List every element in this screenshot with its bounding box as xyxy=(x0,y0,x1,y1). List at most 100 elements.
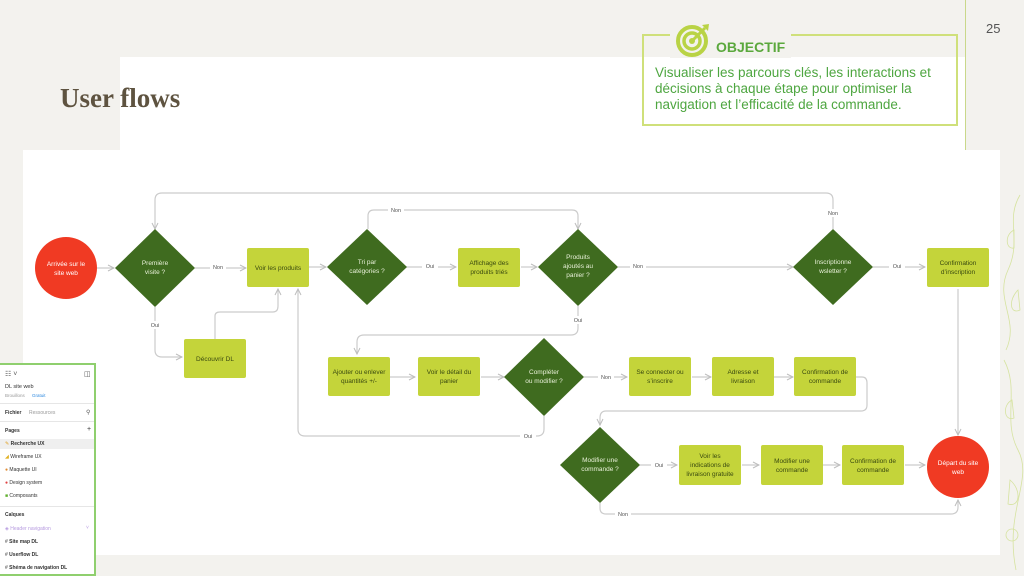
connector-sort-added-no xyxy=(367,209,578,229)
layers-header: Calques xyxy=(5,512,25,518)
svg-text:commande: commande xyxy=(776,467,809,474)
search-icon[interactable]: ⚲ xyxy=(86,410,91,416)
connector-discover-products xyxy=(214,289,278,339)
svg-text:Affichage des: Affichage des xyxy=(469,260,509,267)
objective-box xyxy=(642,34,958,126)
svg-text:Voir le détail du: Voir le détail du xyxy=(427,369,472,376)
decision-sort-categories: Tri par catégories ? xyxy=(327,229,407,305)
svg-text:Confirmation de: Confirmation de xyxy=(850,458,896,465)
figma-layers-panel: ☷ ˅ ◫ DL site web Brouillons Gratuit Fic… xyxy=(0,363,96,576)
svg-text:visite ?: visite ? xyxy=(145,269,166,276)
floral-decoration xyxy=(1003,194,1024,571)
process-confirm-order-2: Confirmation de commande xyxy=(842,445,904,485)
connector-modifyq-exit-no xyxy=(599,500,958,515)
process-cart-detail: Voir le détail du panier xyxy=(418,357,480,396)
svg-text:Tri par: Tri par xyxy=(358,259,377,266)
connector-complete-products xyxy=(298,289,545,437)
objective-header: OBJECTIF xyxy=(670,22,792,58)
svg-text:Se connecter ou: Se connecter ou xyxy=(636,369,684,376)
process-modify-order: Modifier une commande xyxy=(761,445,823,485)
process-address-delivery: Adresse et livraison xyxy=(712,357,774,396)
node-exit: Départ du site web xyxy=(927,436,989,498)
label-oui: Oui xyxy=(655,463,664,469)
draft-label: Brouillons xyxy=(5,393,25,398)
page-item-composants[interactable]: ■ Composants xyxy=(5,493,38,499)
process-login-signup: Se connecter ou s’inscrire xyxy=(629,357,691,396)
section-icon: ◈ xyxy=(5,526,9,532)
svg-text:Confirmation de: Confirmation de xyxy=(802,369,848,376)
svg-text:panier ?: panier ? xyxy=(566,272,590,279)
page-item-design-system[interactable]: ● Design system xyxy=(5,480,43,486)
decision-complete-modify: Compléter ou modifier ? xyxy=(504,338,584,416)
label-non: Non xyxy=(828,211,838,217)
label-non: Non xyxy=(618,512,628,518)
connector-top-loop xyxy=(155,192,834,229)
page-item-maquette-ui[interactable]: ● Maquette UI xyxy=(5,467,37,473)
tab-fichier[interactable]: Fichier xyxy=(5,410,22,416)
svg-text:produits triés: produits triés xyxy=(470,269,508,276)
label-non: Non xyxy=(213,265,223,271)
target-icon xyxy=(676,24,709,57)
svg-text:Confirmation: Confirmation xyxy=(940,260,977,267)
pencil-emoji-icon: ✎ xyxy=(5,441,10,447)
label-oui: Oui xyxy=(426,264,435,270)
plan-badge: Gratuit xyxy=(32,393,46,398)
svg-text:Modifier une: Modifier une xyxy=(774,458,810,465)
svg-text:ou modifier ?: ou modifier ? xyxy=(525,378,563,385)
page-item-recherche-ux[interactable]: ✎ Recherche UX xyxy=(5,441,45,447)
palette-emoji-icon: ● xyxy=(5,467,9,473)
svg-text:livraison gratuite: livraison gratuite xyxy=(686,471,734,478)
process-confirm-signup: Confirmation d’inscription xyxy=(927,248,989,287)
svg-text:wsletter ?: wsletter ? xyxy=(818,268,847,275)
svg-text:Compléter: Compléter xyxy=(529,369,560,376)
svg-text:catégories ?: catégories ? xyxy=(349,268,385,275)
svg-text:d’inscription: d’inscription xyxy=(941,269,976,276)
svg-text:Arrivée sur le: Arrivée sur le xyxy=(47,261,86,268)
svg-text:commande: commande xyxy=(809,378,842,385)
label-oui: Oui xyxy=(151,323,160,329)
sidebar-toggle-icon[interactable]: ◫ xyxy=(84,371,91,378)
frame-icon: # xyxy=(5,539,8,545)
label-non: Non xyxy=(601,375,611,381)
file-name[interactable]: DL site web xyxy=(5,384,34,390)
svg-text:livraison: livraison xyxy=(731,378,755,385)
svg-text:panier: panier xyxy=(440,378,459,385)
chevron-down-icon[interactable]: ˅ xyxy=(86,525,89,531)
objective-title: OBJECTIF xyxy=(716,39,786,55)
svg-text:indications de: indications de xyxy=(690,462,730,469)
tab-ressources[interactable]: Ressources xyxy=(29,410,56,416)
layer-item-header-navigation[interactable]: ◈ Header navigation xyxy=(5,526,51,532)
ruler-emoji-icon: ◢ xyxy=(5,454,9,460)
connector-firstvisit-discover xyxy=(154,307,182,357)
header-white-panel xyxy=(120,57,965,157)
figma-menu-icon[interactable]: ☷ ˅ xyxy=(5,371,18,378)
page-number: 25 xyxy=(986,21,1001,36)
svg-text:Produits: Produits xyxy=(566,254,591,261)
layer-item-userflow[interactable]: # Userflow DL xyxy=(5,552,39,558)
add-page-icon[interactable]: + xyxy=(87,426,92,433)
page-title: User flows xyxy=(60,83,181,113)
layer-item-site-map[interactable]: # Site map DL xyxy=(5,539,39,545)
svg-text:Découvrir DL: Découvrir DL xyxy=(196,356,234,363)
decision-newsletter: Inscriptionne wsletter ? xyxy=(793,229,873,305)
divider xyxy=(0,421,94,422)
frame-icon: # xyxy=(5,565,8,571)
puzzle-emoji-icon: ■ xyxy=(5,493,9,499)
svg-text:commande ?: commande ? xyxy=(581,466,619,473)
process-sorted-display: Affichage des produits triés xyxy=(458,248,520,287)
active-page-highlight xyxy=(0,439,94,449)
label-non: Non xyxy=(633,264,643,270)
connector-confirm-modifyq xyxy=(600,376,868,425)
page-item-wireframe-ux[interactable]: ◢ Wireframe UX xyxy=(5,454,42,460)
process-add-remove-qty: Ajouter ou enlever quantités +/- xyxy=(328,357,390,396)
frame-icon: # xyxy=(5,552,8,558)
svg-text:web: web xyxy=(951,469,964,476)
label-oui: Oui xyxy=(893,264,902,270)
target-emoji-icon: ● xyxy=(5,480,9,486)
svg-text:Adresse et: Adresse et xyxy=(727,369,758,376)
layer-item-navigation-schema[interactable]: # Shéma de navigation DL xyxy=(5,565,68,571)
svg-text:Modifier une: Modifier une xyxy=(582,457,618,464)
decision-added-cart: Produits ajoutés au panier ? xyxy=(538,229,618,306)
process-discover: Découvrir DL xyxy=(184,339,246,378)
